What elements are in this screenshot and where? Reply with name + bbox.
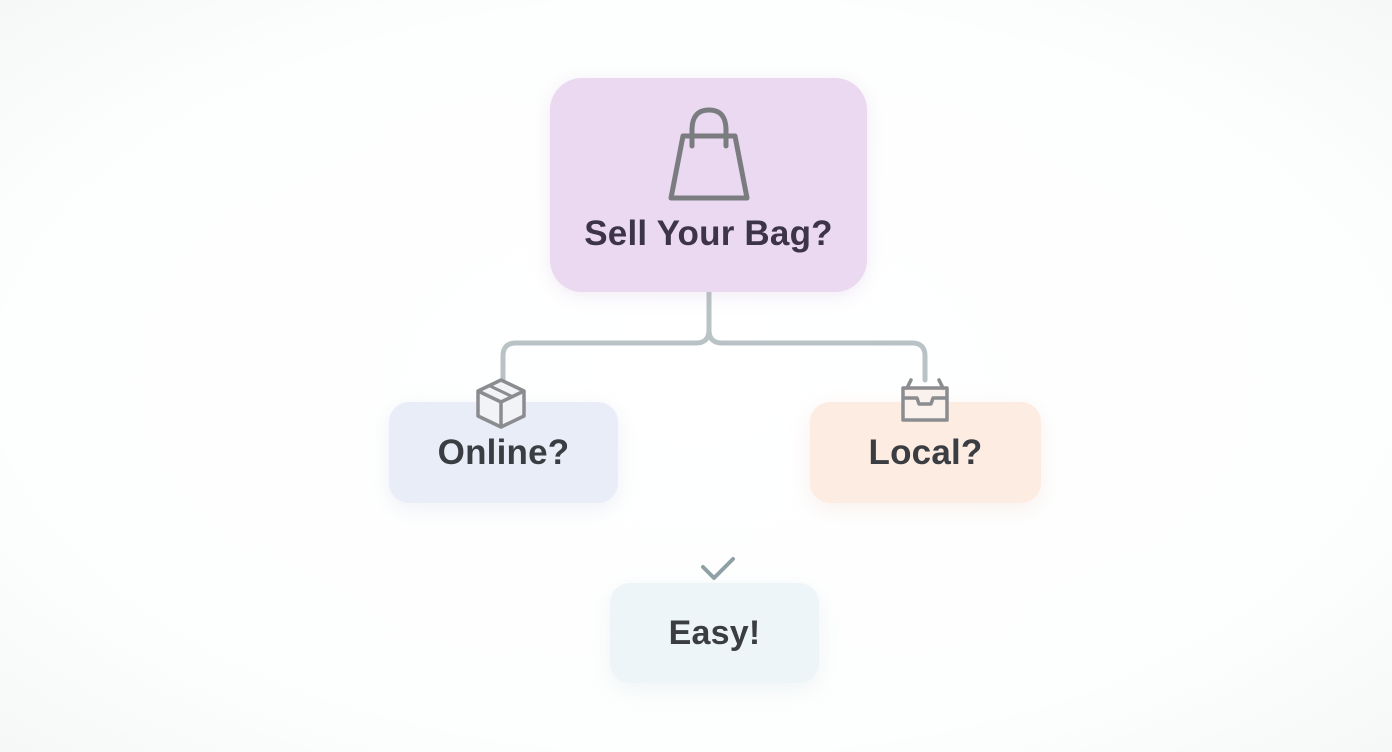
result-node: Easy! xyxy=(610,583,819,683)
inbox-tray-icon xyxy=(901,378,949,422)
shopping-bag-icon xyxy=(668,107,749,201)
connector-root-to-online xyxy=(500,289,712,385)
root-node-label: Sell Your Bag? xyxy=(584,214,833,253)
checkmark-icon xyxy=(701,557,735,580)
package-box-icon xyxy=(476,378,526,429)
connector-root-to-local xyxy=(706,327,928,383)
local-node-label: Local? xyxy=(868,432,983,472)
result-node-label: Easy! xyxy=(668,613,761,652)
online-node-label: Online? xyxy=(437,432,570,472)
root-node: Sell Your Bag? xyxy=(550,78,867,292)
